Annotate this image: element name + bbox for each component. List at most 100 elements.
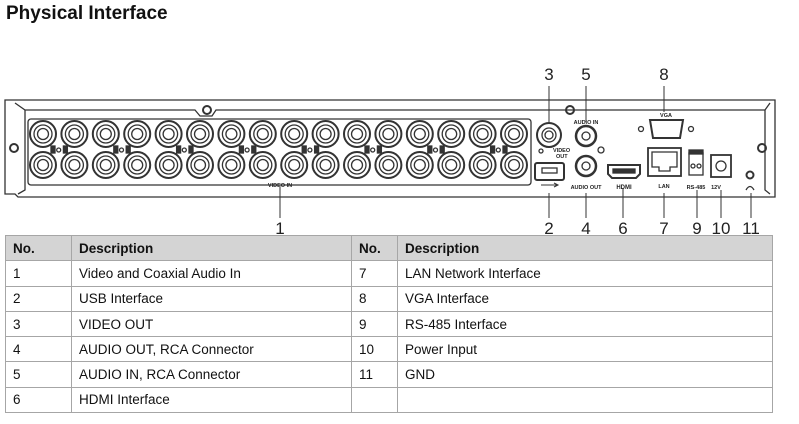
channel-number-marker	[175, 145, 182, 154]
rs485-label: RS-485	[687, 185, 706, 191]
channel-number-marker	[125, 145, 131, 154]
audio-in-connector	[574, 124, 598, 148]
cell-description: RS-485 Interface	[397, 310, 773, 338]
indicator-dot	[56, 147, 62, 153]
channel-number-marker	[502, 145, 508, 154]
callout-2: 2	[544, 219, 553, 235]
video-in-connector	[154, 120, 183, 148]
video-out-label: VIDEO	[553, 148, 571, 154]
cell-description: AUDIO IN, RCA Connector	[71, 361, 352, 388]
video-in-connector	[29, 151, 57, 179]
hdmi-label: HDMI	[616, 185, 632, 191]
cell-number: 5	[5, 361, 72, 388]
usb-port	[534, 162, 565, 181]
callout-7: 7	[659, 219, 668, 235]
video-in-label: VIDEO IN	[268, 183, 292, 189]
rear-panel-diagram: VIDEO IN VIDEO OUT AUDIO IN AUDIO OUT HD…	[4, 65, 776, 235]
video-in-connector	[186, 120, 214, 148]
channel-number-marker	[251, 145, 257, 154]
video-in-connector	[154, 151, 183, 179]
page-title: Physical Interface	[6, 3, 168, 24]
video-in-connector	[60, 120, 89, 148]
cell-description: GND	[397, 361, 773, 388]
video-in-connector	[248, 120, 277, 148]
channel-number-marker	[313, 145, 320, 154]
video-in-connector	[374, 120, 403, 148]
cell-number: 10	[351, 336, 398, 363]
audio-in-label: AUDIO IN	[574, 120, 599, 126]
channel-number-marker	[62, 145, 69, 154]
video-in-connector	[123, 120, 152, 148]
cell-number: 11	[351, 361, 398, 388]
indicator-dot	[495, 147, 501, 153]
video-in-connector	[280, 151, 309, 179]
video-in-connector	[500, 120, 528, 148]
video-in-connector	[29, 120, 57, 148]
callout-11: 11	[742, 219, 760, 235]
video-in-connector	[468, 120, 497, 148]
power-label: 12V	[711, 185, 721, 191]
video-in-connector	[405, 120, 434, 148]
indicator-dot	[244, 147, 250, 153]
chassis-outline	[4, 99, 776, 198]
vga-label: VGA	[660, 113, 672, 119]
channel-number-marker	[376, 145, 383, 154]
video-in-connector	[217, 151, 246, 179]
callout-6: 6	[618, 219, 627, 235]
cell-description: HDMI Interface	[71, 386, 352, 414]
gnd-terminal	[745, 170, 755, 180]
video-in-connector	[311, 151, 340, 179]
screw-icon	[9, 143, 19, 153]
channel-number-marker	[439, 145, 445, 154]
video-in-connector	[248, 151, 277, 179]
video-in-connector	[91, 151, 120, 179]
video-in-connector	[91, 120, 120, 148]
video-out-label: OUT	[556, 154, 568, 160]
video-in-connector	[437, 120, 466, 148]
usb-icon	[541, 182, 560, 188]
audio-out-connector	[574, 154, 598, 178]
video-in-connector	[186, 151, 214, 179]
screw-icon	[202, 105, 212, 115]
cell-description: VIDEO OUT	[71, 310, 352, 338]
video-in-connector	[500, 151, 528, 179]
channel-number-marker	[238, 145, 245, 154]
channel-number-marker	[427, 145, 433, 154]
video-out-connector	[536, 122, 562, 148]
callout-4: 4	[581, 219, 590, 235]
cell-description: VGA Interface	[397, 285, 773, 312]
vga-port	[648, 119, 685, 139]
rs485-terminal	[688, 152, 704, 176]
video-in-connector	[374, 151, 403, 179]
channel-number-marker	[489, 145, 496, 154]
cell-number: 4	[5, 336, 72, 363]
cell-number: 1	[5, 260, 72, 287]
audio-out-label: AUDIO OUT	[571, 185, 603, 191]
callout-5: 5	[581, 65, 590, 84]
callout-8: 8	[659, 65, 668, 84]
screw-icon	[757, 143, 767, 153]
cell-description: Video and Coaxial Audio In	[71, 260, 352, 287]
header-no: No.	[351, 234, 398, 262]
cell-description: LAN Network Interface	[397, 260, 773, 287]
cell-description: AUDIO OUT, RCA Connector	[71, 336, 352, 363]
video-in-panel	[27, 118, 532, 186]
video-in-connector	[60, 151, 89, 179]
indicator-dot	[370, 147, 376, 153]
channel-number-marker	[364, 145, 370, 154]
indicator-dot	[118, 147, 125, 153]
indicator-dot	[432, 147, 439, 153]
cell-number: 6	[5, 386, 72, 414]
video-in-connector	[437, 151, 466, 179]
cell-description: Power Input	[397, 336, 773, 363]
callout-9: 9	[692, 219, 701, 235]
header-description: Description	[71, 234, 352, 262]
header-no: No.	[5, 234, 72, 262]
video-in-connector	[123, 151, 152, 179]
power-input	[710, 154, 732, 178]
